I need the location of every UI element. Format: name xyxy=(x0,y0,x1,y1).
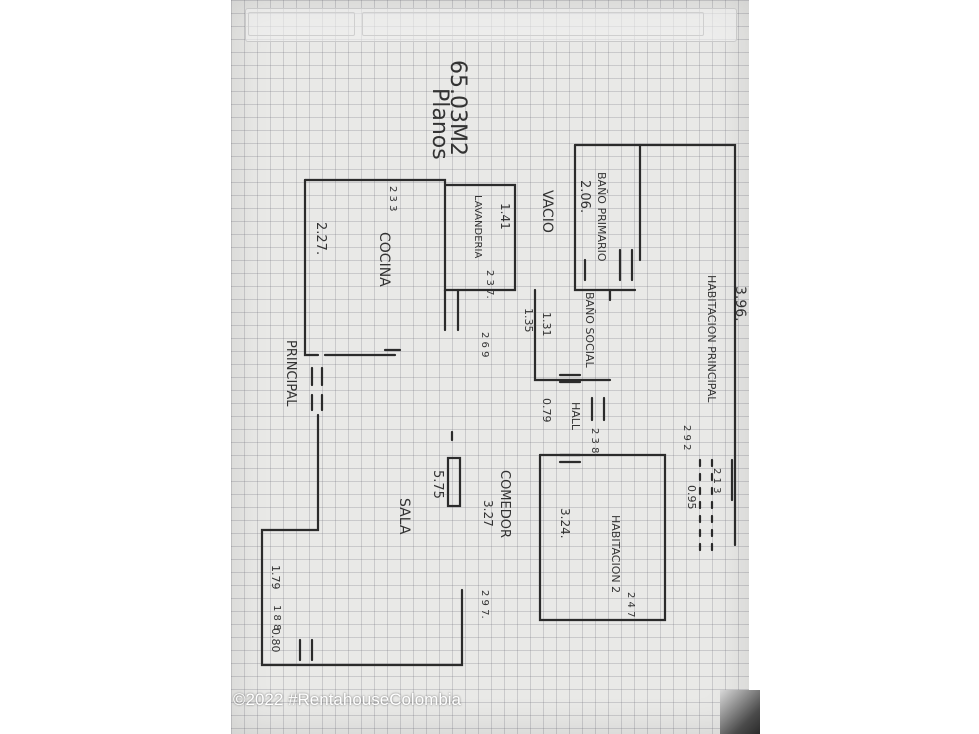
dimension-label: 2 9 7. xyxy=(479,590,490,619)
label-lavanderia: LAVANDERIA xyxy=(472,195,483,259)
dimension-label: 3.27 xyxy=(481,500,495,527)
dimension-label: 0.79 xyxy=(540,398,553,423)
wall-habitacion-2 xyxy=(538,453,667,622)
table-sala xyxy=(446,456,462,508)
dimension-label: 1.41 xyxy=(498,203,512,230)
wall-bano-primario xyxy=(573,143,637,292)
label-principal: PRINCIPAL xyxy=(283,340,298,407)
dimension-label: 0.95 xyxy=(685,485,698,510)
dimension-label: 2 4 7 xyxy=(625,592,636,618)
plan-walls xyxy=(260,143,737,667)
dimension-label: 3.96. xyxy=(732,286,748,322)
wall-sala-left xyxy=(260,413,464,667)
dimension-label: 2 9 2 xyxy=(681,425,692,451)
graph-paper xyxy=(231,0,749,734)
dimension-label: 1 8 8 xyxy=(271,605,282,631)
wall-bano-social xyxy=(533,288,612,382)
label-comedor: COMEDOR xyxy=(497,470,512,539)
dimension-label: 1.35 xyxy=(522,308,535,333)
label-habitacion-2: HABITACION 2 xyxy=(609,515,622,594)
right-margin xyxy=(749,0,979,734)
label-bano-social: BAÑO SOCIAL xyxy=(583,292,596,368)
dimension-label: 2 3 7. xyxy=(484,270,495,299)
label-habitacion-principal: HABITACION PRINCIPAL xyxy=(705,275,718,403)
dimension-label: 2 3 8 xyxy=(589,428,600,454)
label-cocina: COCINA xyxy=(376,232,392,287)
dimension-label: 1.31 xyxy=(540,312,553,337)
left-margin xyxy=(0,0,231,734)
dimension-label: 3.24. xyxy=(558,508,572,539)
paper-header-field xyxy=(362,12,704,36)
label-area: 65.03M2 xyxy=(445,60,470,156)
wall-cocina xyxy=(303,178,320,357)
label-bano-primario: BAÑO PRIMARIO xyxy=(595,172,608,262)
wall-cocina-top xyxy=(303,178,517,292)
label-vacio: VACIO xyxy=(539,190,555,233)
photo-background-corner xyxy=(720,690,760,734)
dimension-label: 2.27. xyxy=(313,222,328,256)
dimension-label: 1.79 xyxy=(269,565,282,590)
dimension-label: 2 6 9 xyxy=(479,332,490,358)
dimension-label: 2 3 3 xyxy=(387,186,398,212)
dimension-label: 5.75 xyxy=(430,470,445,499)
wall-habitacion-principal xyxy=(573,143,737,547)
paper-header-box xyxy=(245,8,737,42)
paper-header-field xyxy=(248,12,355,36)
watermark-text: ©2022 #RentahouseColombia xyxy=(233,690,462,709)
label-sala: SALA xyxy=(396,498,412,535)
dimension-label: 0.80 xyxy=(269,628,282,653)
dimension-label: 2.06. xyxy=(577,180,592,214)
dimension-label: 2 1 3 xyxy=(711,468,722,494)
label-hall: HALL xyxy=(569,402,582,431)
